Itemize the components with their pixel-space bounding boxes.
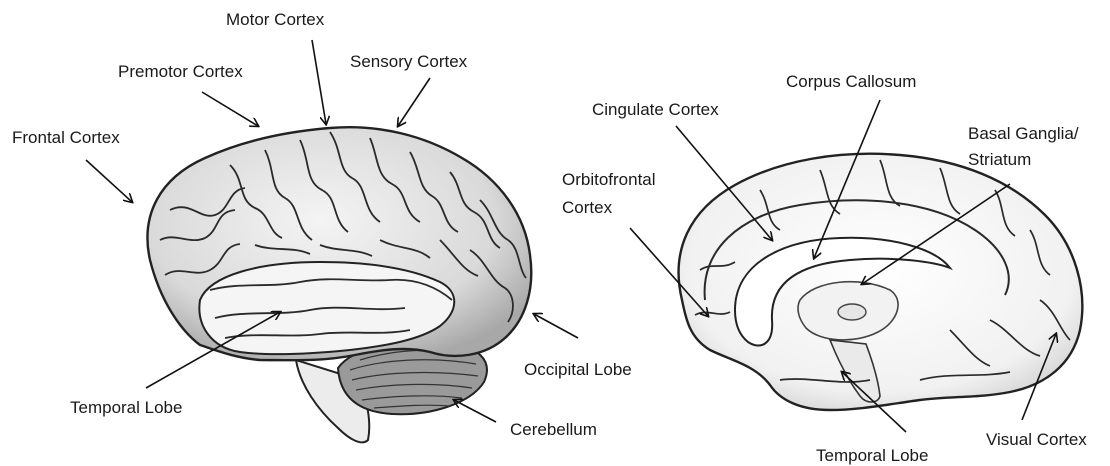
arrow-motor-cortex bbox=[312, 40, 326, 124]
arrow-occipital-lobe bbox=[534, 314, 578, 338]
label-frontal-cortex: Frontal Cortex bbox=[12, 128, 120, 148]
label-motor-cortex: Motor Cortex bbox=[226, 10, 324, 30]
label-corpus-callosum: Corpus Callosum bbox=[786, 72, 916, 92]
label-basal-ganglia-line1: Basal Ganglia/ bbox=[968, 124, 1079, 144]
label-basal-ganglia-line2: Striatum bbox=[968, 150, 1031, 170]
arrow-frontal-cortex bbox=[86, 160, 132, 202]
arrow-cerebellum bbox=[454, 400, 496, 422]
label-orbitofrontal-line1: Orbitofrontal bbox=[562, 170, 656, 190]
label-occipital-lobe: Occipital Lobe bbox=[524, 360, 632, 380]
basal-ganglia-nucleus bbox=[838, 304, 866, 320]
label-visual-cortex: Visual Cortex bbox=[986, 430, 1087, 450]
label-cerebellum: Cerebellum bbox=[510, 420, 597, 440]
label-temporal-lobe-lateral: Temporal Lobe bbox=[70, 398, 182, 418]
label-orbitofrontal-line2: Cortex bbox=[562, 198, 612, 218]
arrow-sensory-cortex bbox=[398, 78, 430, 126]
medial-brain bbox=[679, 154, 1083, 410]
arrow-premotor-cortex bbox=[202, 92, 258, 126]
medial-hemisphere bbox=[679, 154, 1083, 410]
label-sensory-cortex: Sensory Cortex bbox=[350, 52, 467, 72]
lateral-brain bbox=[147, 127, 531, 442]
label-cingulate-cortex: Cingulate Cortex bbox=[592, 100, 719, 120]
label-temporal-lobe-medial: Temporal Lobe bbox=[816, 446, 928, 466]
label-premotor-cortex: Premotor Cortex bbox=[118, 62, 243, 82]
